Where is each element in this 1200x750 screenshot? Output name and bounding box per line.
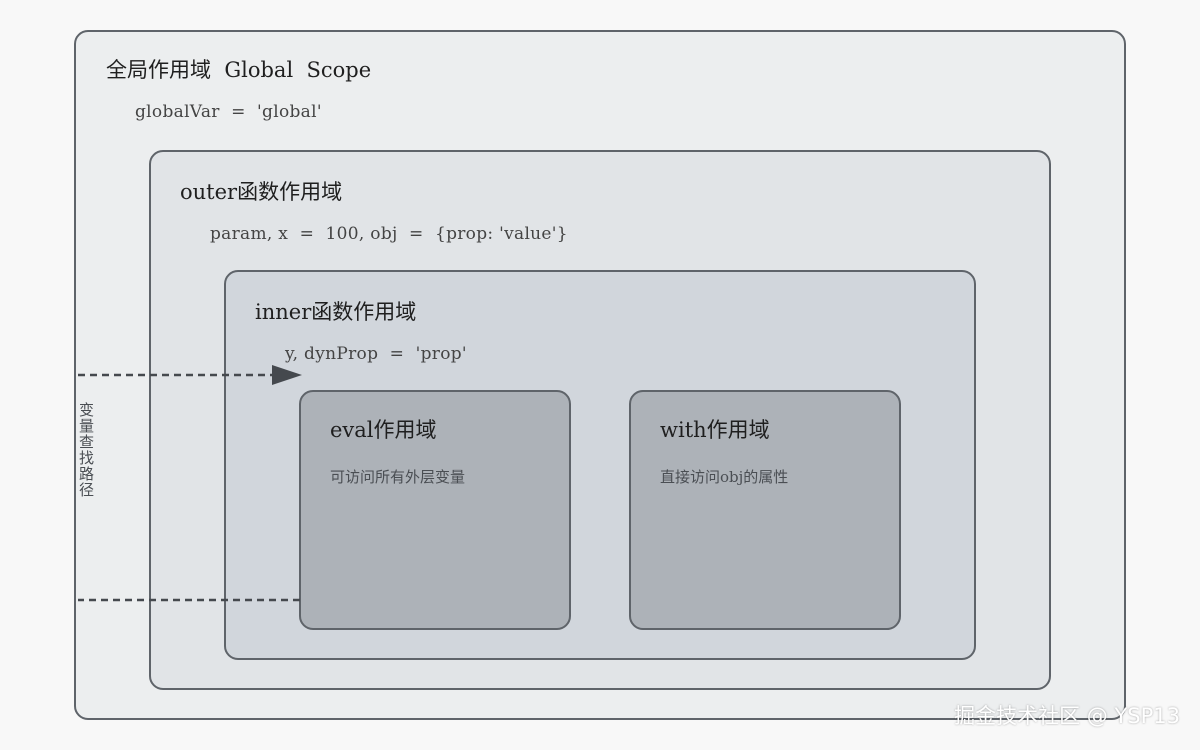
watermark: 掘金技术社区 @ YSP13	[954, 704, 1180, 728]
with-scope-title: with作用域	[660, 418, 770, 442]
outer-scope-vars: param, x = 100, obj = {prop: 'value'}	[210, 224, 568, 244]
inner-scope-title: inner函数作用域	[255, 300, 417, 324]
outer-scope-title: outer函数作用域	[180, 180, 343, 204]
eval-scope-title: eval作用域	[330, 418, 437, 442]
global-scope-title: 全局作用域 Global Scope	[106, 58, 372, 82]
eval-scope-desc: 可访问所有外层变量	[330, 468, 466, 486]
global-scope-vars: globalVar = 'global'	[135, 102, 322, 122]
eval-scope-box: eval作用域 可访问所有外层变量	[299, 390, 571, 630]
with-scope-box: with作用域 直接访问obj的属性	[629, 390, 901, 630]
with-scope-desc: 直接访问obj的属性	[660, 468, 789, 486]
inner-scope-vars: y, dynProp = 'prop'	[285, 344, 467, 364]
lookup-path-label: 变量查找路径	[77, 402, 95, 498]
